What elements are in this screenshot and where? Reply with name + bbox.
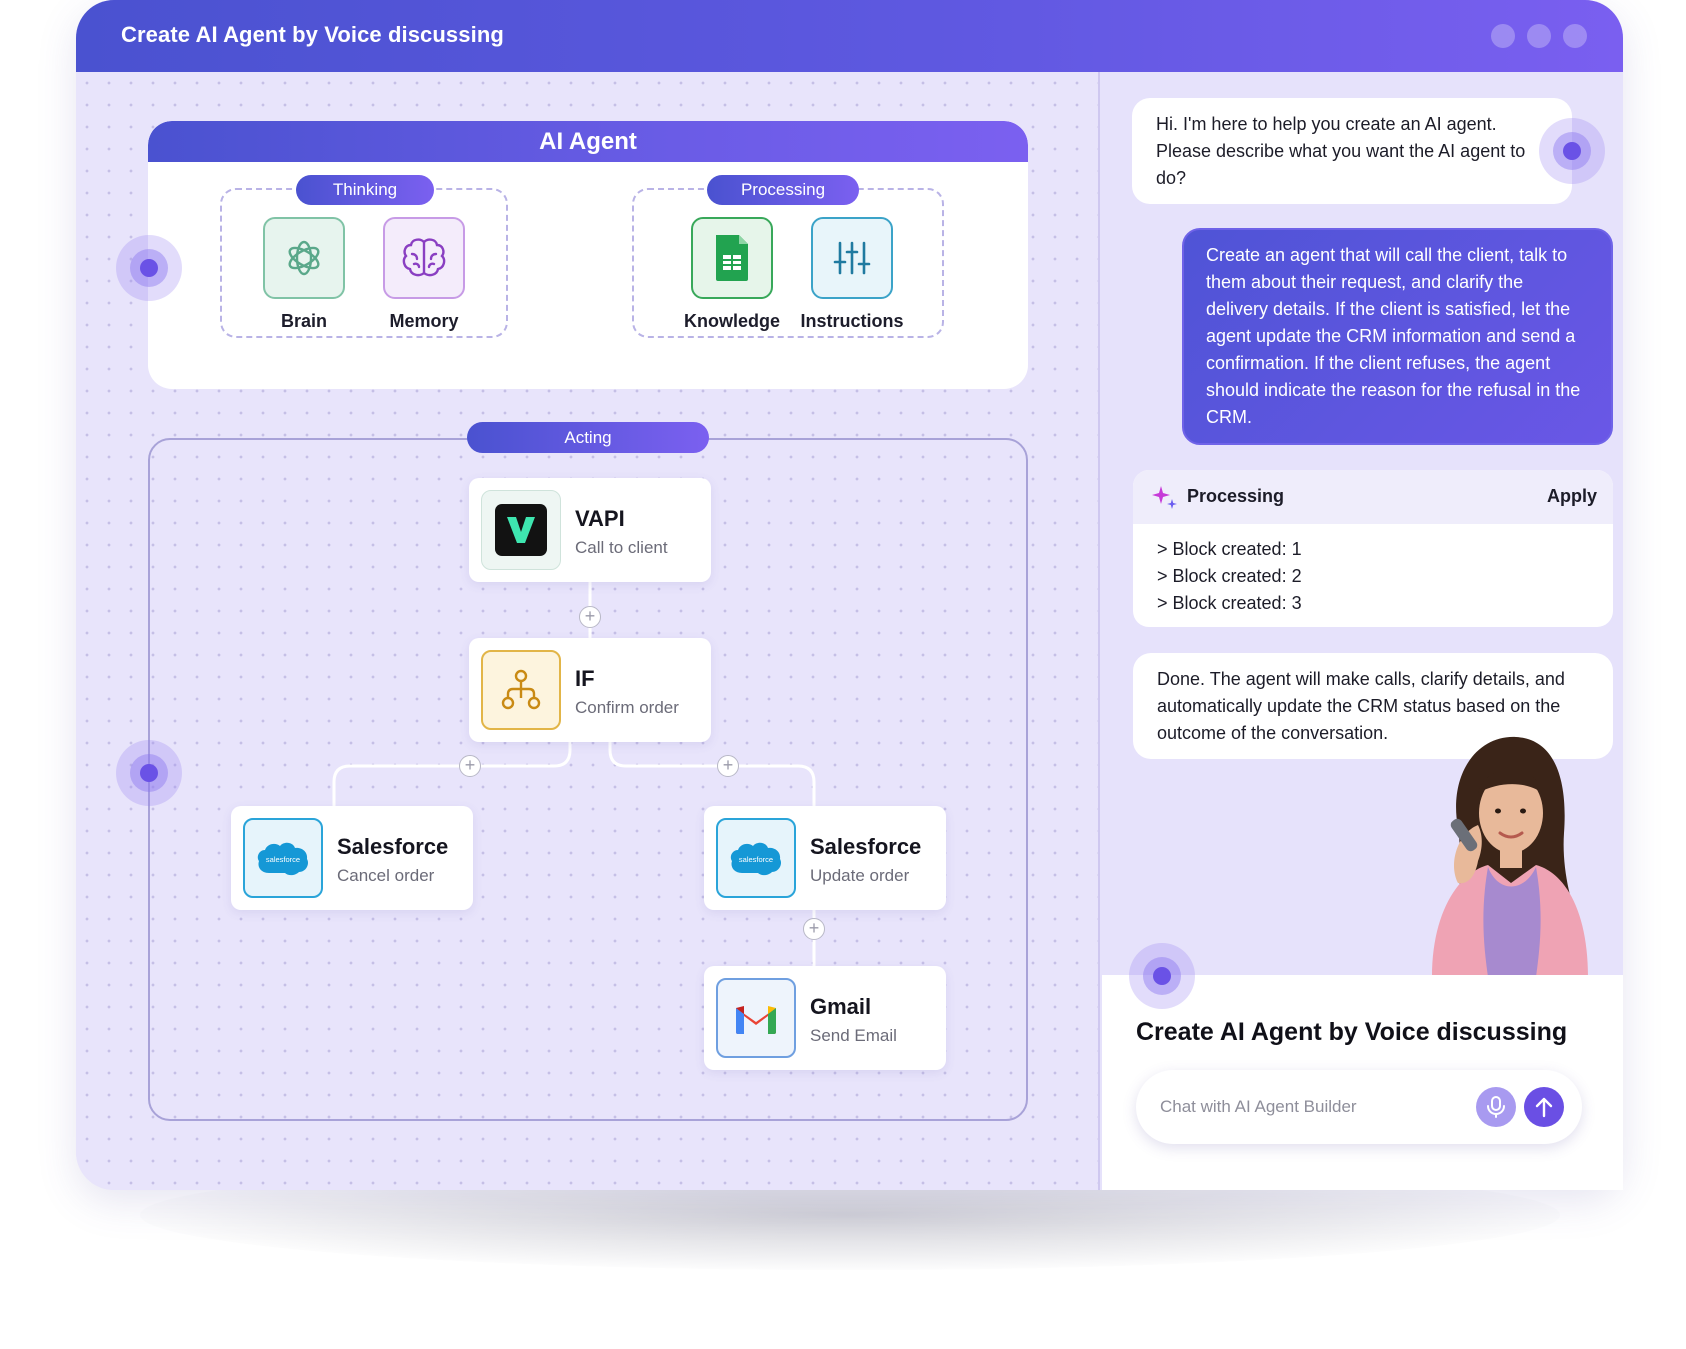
composer-dot xyxy=(1129,943,1195,1009)
user-message: Create an agent that will call the clien… xyxy=(1182,228,1613,445)
mic-button[interactable] xyxy=(1476,1087,1516,1127)
node-name: VAPI xyxy=(575,506,625,531)
node-name: Gmail xyxy=(810,994,872,1019)
node-subtitle: Confirm order xyxy=(575,698,679,717)
processing-title: Processing xyxy=(1187,486,1285,506)
ai-agent-card: AI Agent Thinking Brain xyxy=(148,121,1028,389)
svg-text:salesforce: salesforce xyxy=(739,855,773,864)
add-step-button[interactable]: + xyxy=(717,755,739,777)
node-subtitle: Send Email xyxy=(810,1026,897,1045)
composer-area: Create AI Agent by Voice discussing xyxy=(1102,975,1623,1190)
svg-text:salesforce: salesforce xyxy=(266,855,300,864)
composer-heading: Create AI Agent by Voice discussing xyxy=(1136,1018,1568,1046)
add-step-button[interactable]: + xyxy=(579,606,601,628)
processing-log: > Block created: 1 > Block created: 2 > … xyxy=(1133,524,1613,627)
arrow-up-icon xyxy=(1535,1097,1553,1118)
title-bar: Create AI Agent by Voice discussing xyxy=(76,0,1623,72)
node-salesforce-update[interactable]: salesforce Salesforce Update order xyxy=(704,806,946,910)
window-controls xyxy=(1491,24,1587,48)
add-step-button[interactable]: + xyxy=(459,755,481,777)
node-gmail[interactable]: Gmail Send Email xyxy=(704,966,946,1070)
node-name: Salesforce xyxy=(810,834,922,859)
node-if[interactable]: IF Confirm order xyxy=(469,638,711,742)
brain-icon xyxy=(383,217,465,299)
processing-card: Processing Apply > Block created: 1 > Bl… xyxy=(1133,470,1613,627)
node-subtitle: Call to client xyxy=(575,538,668,557)
tool-brain[interactable]: Brain xyxy=(244,217,364,332)
salesforce-icon: salesforce xyxy=(716,818,796,898)
log-line: > Block created: 1 xyxy=(1157,539,1302,559)
log-line: > Block created: 3 xyxy=(1157,593,1302,613)
connection-dot[interactable] xyxy=(116,740,182,806)
sparkle-icon xyxy=(1152,486,1177,509)
ai-agent-title: AI Agent xyxy=(148,121,1028,162)
tool-label: Instructions xyxy=(800,311,904,331)
window-title: Create AI Agent by Voice discussing xyxy=(121,22,504,47)
woman-with-phone-image xyxy=(1432,736,1588,977)
window-control-dot[interactable] xyxy=(1527,24,1551,48)
log-line: > Block created: 2 xyxy=(1157,566,1302,586)
node-name: IF xyxy=(575,666,595,691)
node-name: Salesforce xyxy=(337,834,449,859)
tool-instructions[interactable]: Instructions xyxy=(792,217,912,332)
tool-knowledge[interactable]: Knowledge xyxy=(672,217,792,332)
tool-memory[interactable]: Memory xyxy=(364,217,484,332)
apply-button[interactable]: Apply xyxy=(1546,486,1597,506)
thinking-pill: Thinking xyxy=(296,175,434,205)
sheets-icon xyxy=(691,217,773,299)
vapi-icon xyxy=(481,490,561,570)
node-vapi[interactable]: VAPI Call to client xyxy=(469,478,711,582)
window-control-dot[interactable] xyxy=(1491,24,1515,48)
chat-input-box xyxy=(1136,1070,1582,1144)
chat-input[interactable] xyxy=(1160,1092,1460,1122)
tool-label: Brain xyxy=(280,311,327,331)
window-control-dot[interactable] xyxy=(1563,24,1587,48)
send-button[interactable] xyxy=(1524,1087,1564,1127)
processing-header: Processing Apply xyxy=(1133,470,1613,524)
assistant-avatar-dot xyxy=(1539,118,1605,184)
tool-label: Knowledge xyxy=(683,311,780,331)
processing-pill: Processing xyxy=(707,175,859,205)
microphone-icon xyxy=(1487,1096,1505,1118)
acting-pill: Acting xyxy=(467,422,709,453)
add-step-button[interactable]: + xyxy=(803,918,825,940)
gmail-icon xyxy=(716,978,796,1058)
assistant-message: Hi. I'm here to help you create an AI ag… xyxy=(1132,98,1572,204)
sliders-icon xyxy=(811,217,893,299)
node-subtitle: Cancel order xyxy=(337,866,435,885)
connection-dot[interactable] xyxy=(116,235,182,301)
openai-icon xyxy=(263,217,345,299)
flow-connectors xyxy=(332,582,816,966)
branch-icon xyxy=(481,650,561,730)
tool-label: Memory xyxy=(389,311,459,331)
node-salesforce-cancel[interactable]: salesforce Salesforce Cancel order xyxy=(231,806,473,910)
node-subtitle: Update order xyxy=(810,866,910,885)
salesforce-icon: salesforce xyxy=(243,818,323,898)
flow-canvas: AI Agent Thinking Brain xyxy=(76,72,1100,1190)
